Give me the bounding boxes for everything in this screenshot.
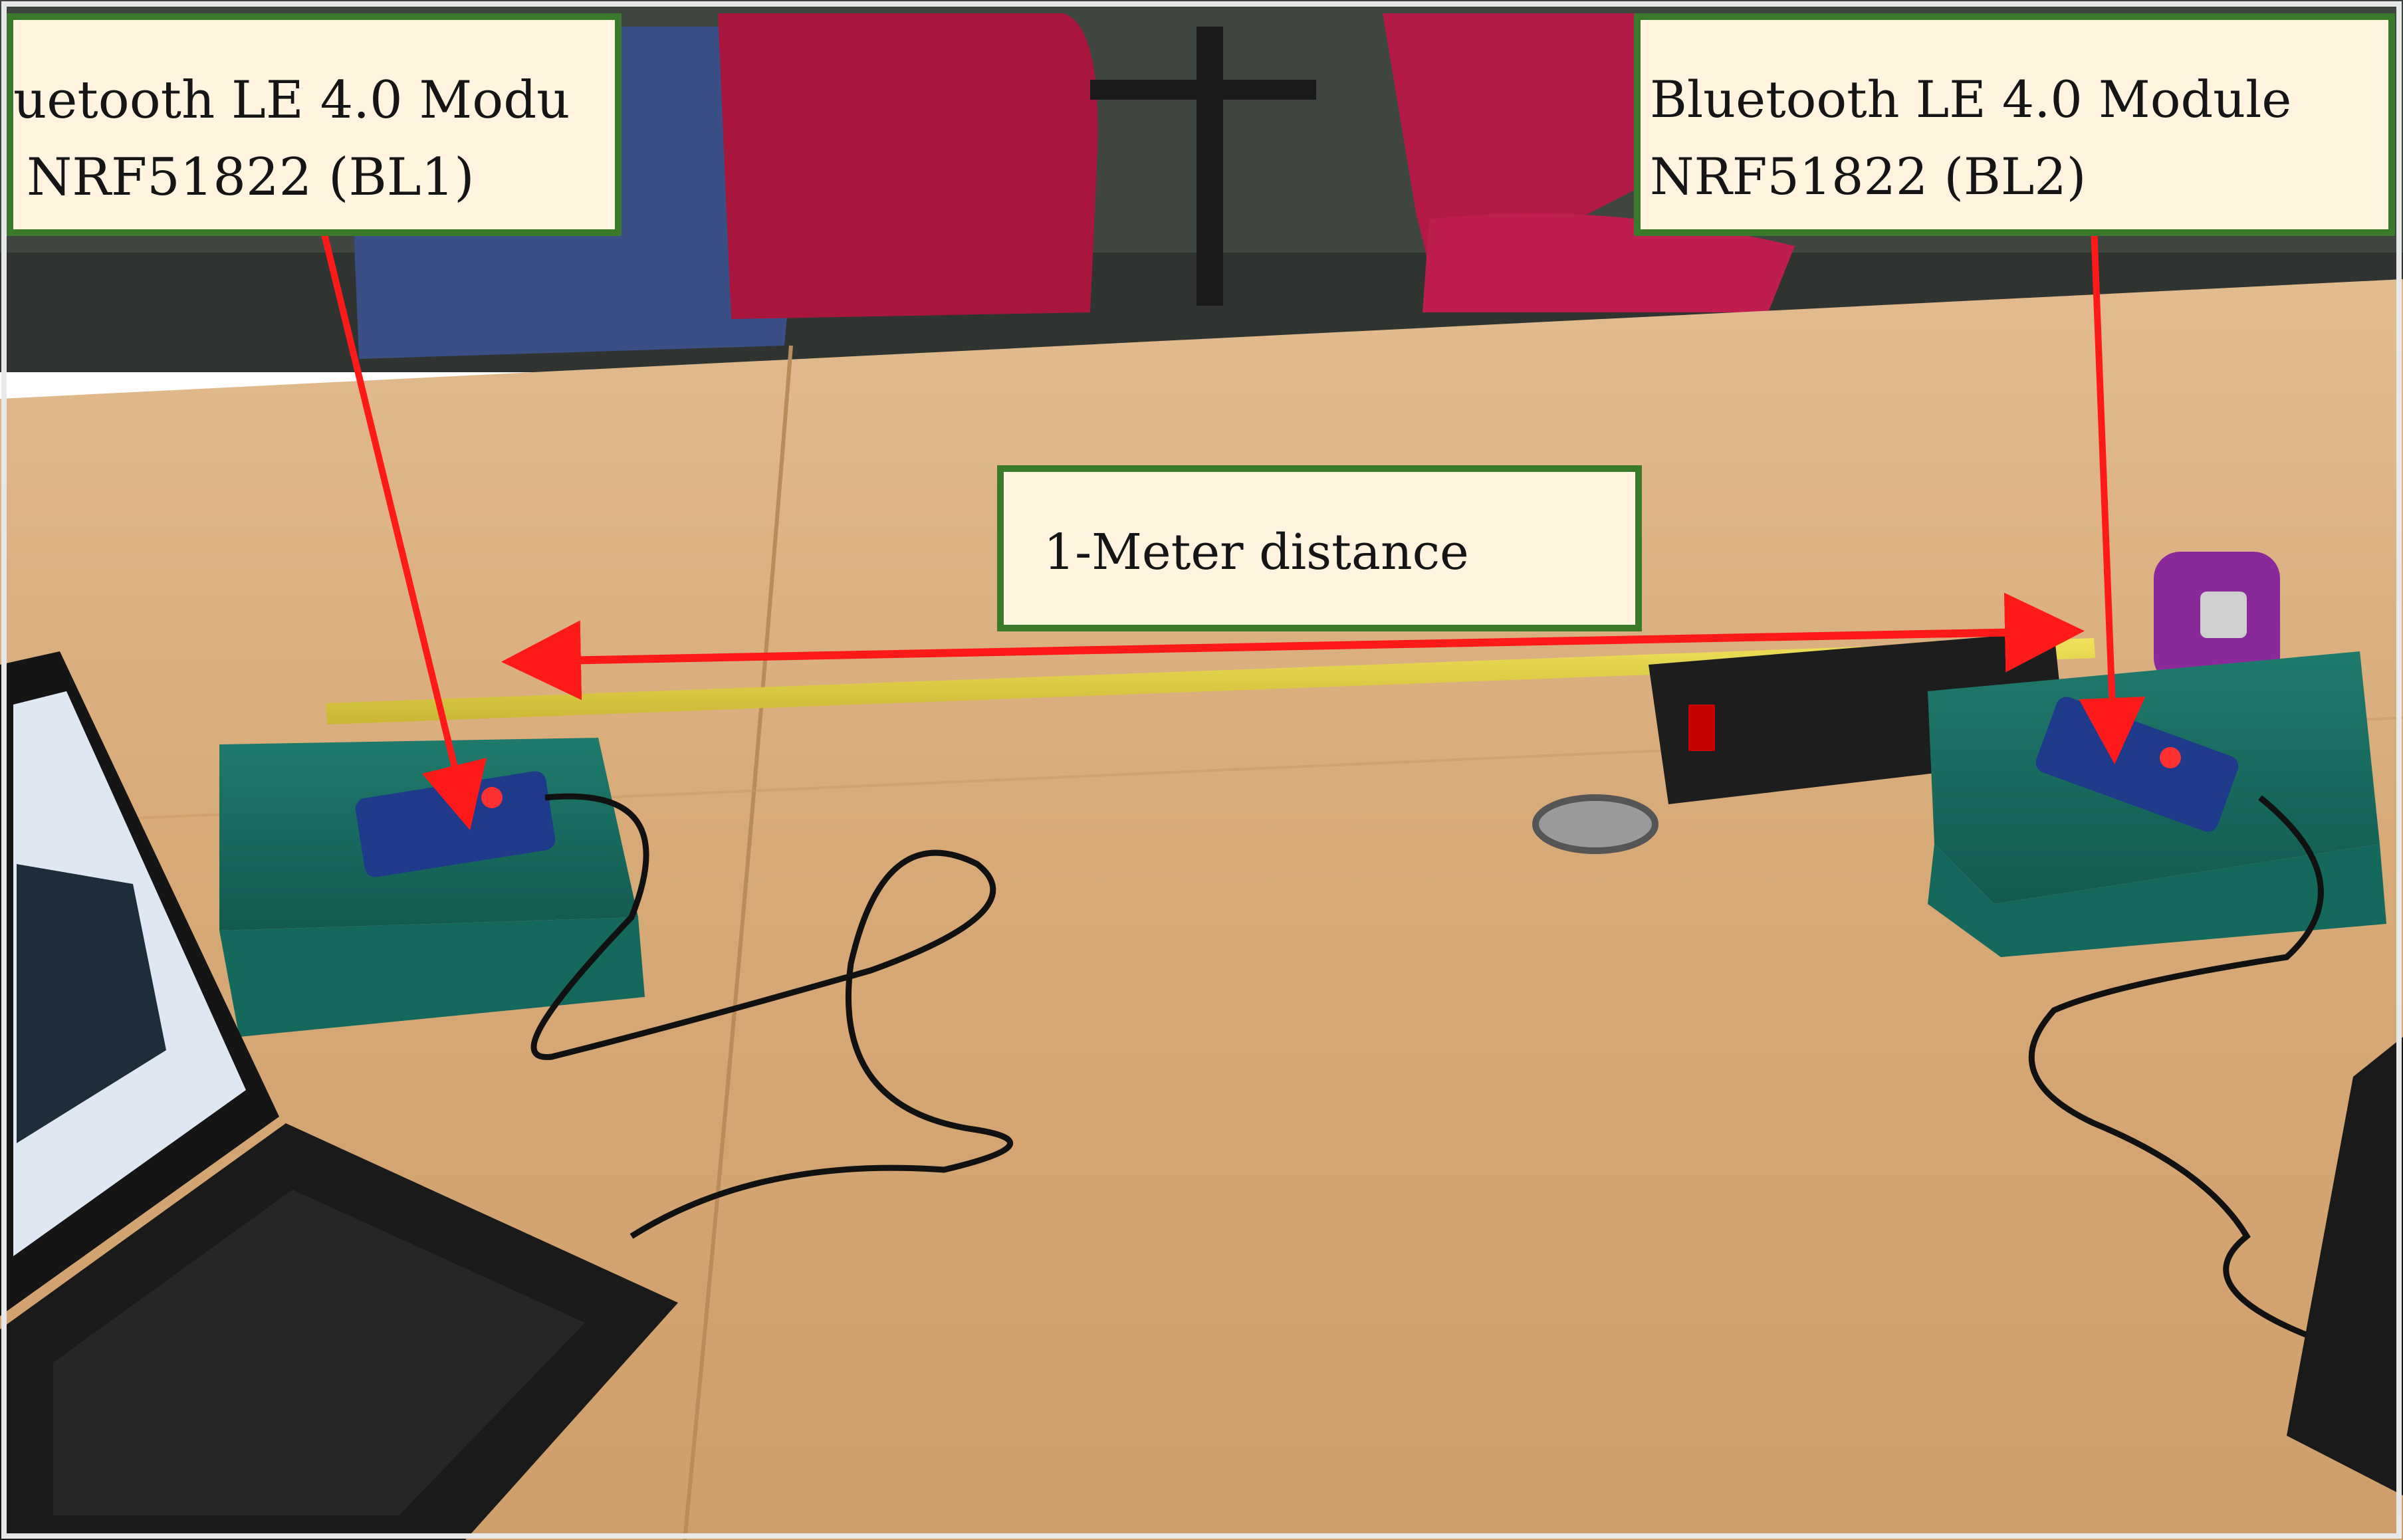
laptop-right [2287, 1037, 2403, 1495]
label-bl1-line1: uetooth LE 4.0 Modu [13, 70, 570, 130]
red-chair-center [718, 13, 1098, 319]
laptop-left-keys [53, 1190, 585, 1515]
arrow-distance-left [501, 620, 1197, 701]
label-bl1: uetooth LE 4.0 Modu NRF51822 (BL1) [7, 13, 622, 236]
tape-measure [326, 638, 2095, 724]
table-top [0, 279, 2403, 1540]
usb-cable-right [2028, 795, 2328, 1346]
book-stack-left-bottom [219, 917, 645, 1037]
label-bl2-line1: Bluetooth LE 4.0 Module [1650, 70, 2292, 129]
label-distance-text: 1-Meter distance [1044, 524, 1469, 581]
usb-cable-left [530, 793, 1014, 1239]
label-distance: 1-Meter distance [997, 465, 1642, 631]
chair-base [1090, 80, 1316, 100]
laptop-left-screen-panel [17, 864, 166, 1143]
arrow-bl1 [316, 211, 487, 831]
book-stack-right-bottom [1928, 844, 2386, 957]
table-seam [683, 345, 793, 1540]
ble-led-left [481, 787, 503, 808]
cable-grommet [1532, 794, 1659, 854]
label-bl2-line2: NRF51822 (BL2) [1650, 147, 2087, 206]
red-chair-seat-right [1423, 213, 1795, 312]
chair-leg [1197, 27, 1223, 306]
ble-led-right [2160, 747, 2181, 768]
arrow-distance-right [1196, 592, 2085, 673]
label-bl1-line2: NRF51822 (BL1) [27, 148, 475, 207]
label-bl2: Bluetooth LE 4.0 Module NRF51822 (BL2) [1634, 13, 2395, 236]
power-strip-switch [1688, 705, 1715, 751]
tape-measure-window [2200, 592, 2247, 638]
arrow-bl2 [2079, 225, 2146, 764]
